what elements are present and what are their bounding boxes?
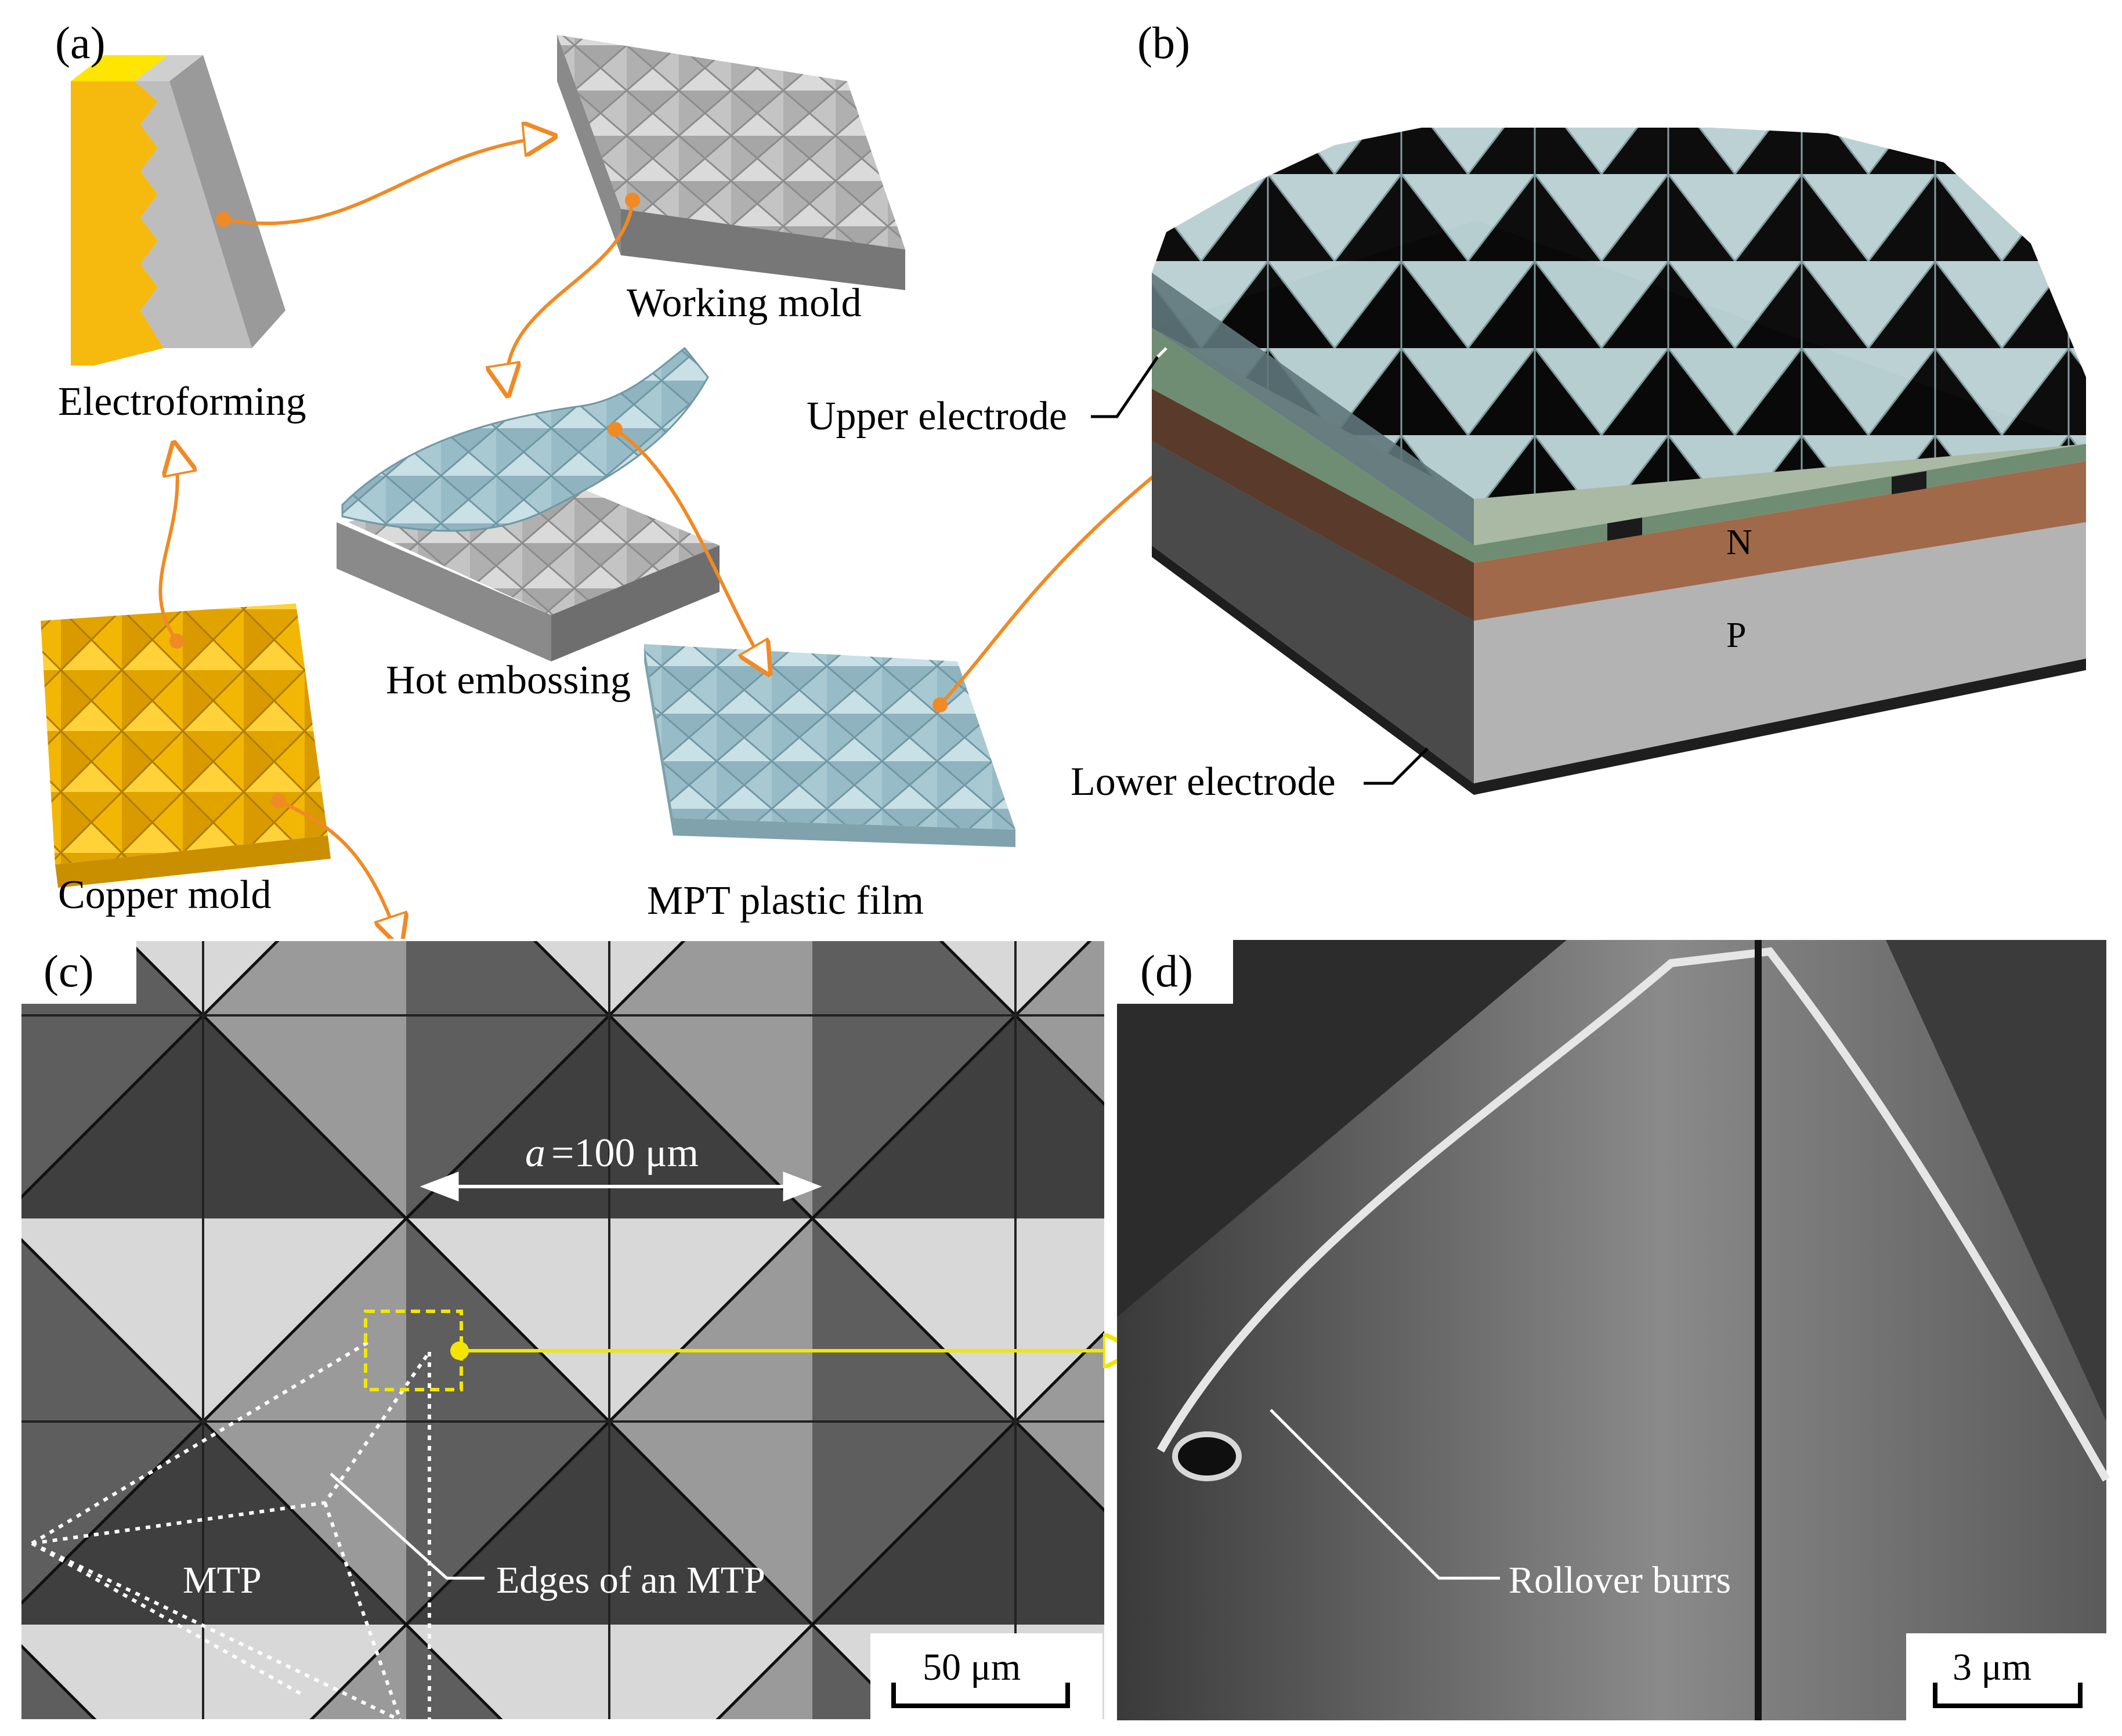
- burrs-label: Rollover burrs: [1509, 1559, 1731, 1601]
- pitch-dimension: [420, 1171, 822, 1202]
- finger-electrode: [1892, 471, 1926, 494]
- upper-electrode-leader-tip: [1156, 347, 1167, 358]
- arrow-embossing-to-film: [614, 428, 769, 673]
- flow-dots: [169, 193, 948, 808]
- edges-leader: [330, 1473, 485, 1580]
- hot-embossing-block: [337, 346, 720, 661]
- upper-electrode-leader: [1091, 356, 1159, 418]
- panel-d-label: (d): [1140, 946, 1193, 996]
- working-mold-label: Working mold: [627, 281, 862, 326]
- pitch-label: a=100 μm: [525, 1131, 699, 1176]
- n-layer-label: N: [1726, 523, 1752, 562]
- panel-a-label: (a): [55, 17, 106, 68]
- mtp-label: MTP: [183, 1559, 262, 1601]
- arrow-copper-to-sem: [277, 799, 400, 946]
- panel-a-process-flow: (a) Electroforming Working mold Hot embo…: [41, 17, 1294, 946]
- upper-electrode-label: Upper electrode: [807, 394, 1067, 439]
- scale-bar-c: [891, 1683, 1070, 1708]
- electroforming-label: Electroforming: [58, 379, 306, 424]
- copper-mold-block: [41, 603, 331, 888]
- arrow-working-to-embossing: [507, 200, 634, 395]
- mpt-film-label: MPT plastic film: [647, 878, 924, 923]
- scale-bar-d: [1933, 1683, 2083, 1708]
- hot-embossing-label: Hot embossing: [386, 658, 631, 703]
- lower-electrode-leader: [1364, 747, 1429, 785]
- pitch-value: =100 μm: [551, 1131, 699, 1176]
- panel-c-sem: (c) a=100 μm MTP Edges of an MTP 50 μm: [19, 939, 1134, 1722]
- scale-bar-d-label: 3 μm: [1953, 1646, 2031, 1688]
- lower-electrode-label: Lower electrode: [1071, 760, 1336, 804]
- edges-label: Edges of an MTP: [496, 1559, 765, 1601]
- arrow-copper-to-electroforming: [158, 444, 177, 642]
- pitch-variable: a: [525, 1131, 545, 1176]
- arrow-electroforming-to-working: [223, 136, 554, 225]
- highlight-box: [364, 1310, 463, 1391]
- panel-c-label-bg: [20, 940, 136, 1004]
- electroforming-block: [71, 55, 285, 366]
- burrs-leader: [1270, 1409, 1500, 1580]
- panel-d-sem: (d) Rollover burrs 3 μm: [1117, 940, 2110, 1720]
- p-layer-label: P: [1726, 616, 1746, 655]
- pyramid-ridge: [1156, 947, 2110, 1482]
- panel-b-solar-cell: (b) N P Upper electrode Lower electrode: [807, 17, 2086, 804]
- panel-b-label: (b): [1137, 17, 1190, 68]
- finger-electrode: [1607, 518, 1642, 541]
- mpt-film-block: [644, 644, 1015, 847]
- panel-c-label: (c): [44, 946, 94, 996]
- working-mold-block: [557, 35, 905, 290]
- scale-bar-c-label: 50 μm: [923, 1646, 1021, 1688]
- copper-mold-label: Copper mold: [58, 873, 271, 917]
- burr-hole: [1172, 1431, 1242, 1481]
- panel-d-label-bg: [1117, 940, 1233, 1004]
- mtp-outline: [31, 1339, 431, 1722]
